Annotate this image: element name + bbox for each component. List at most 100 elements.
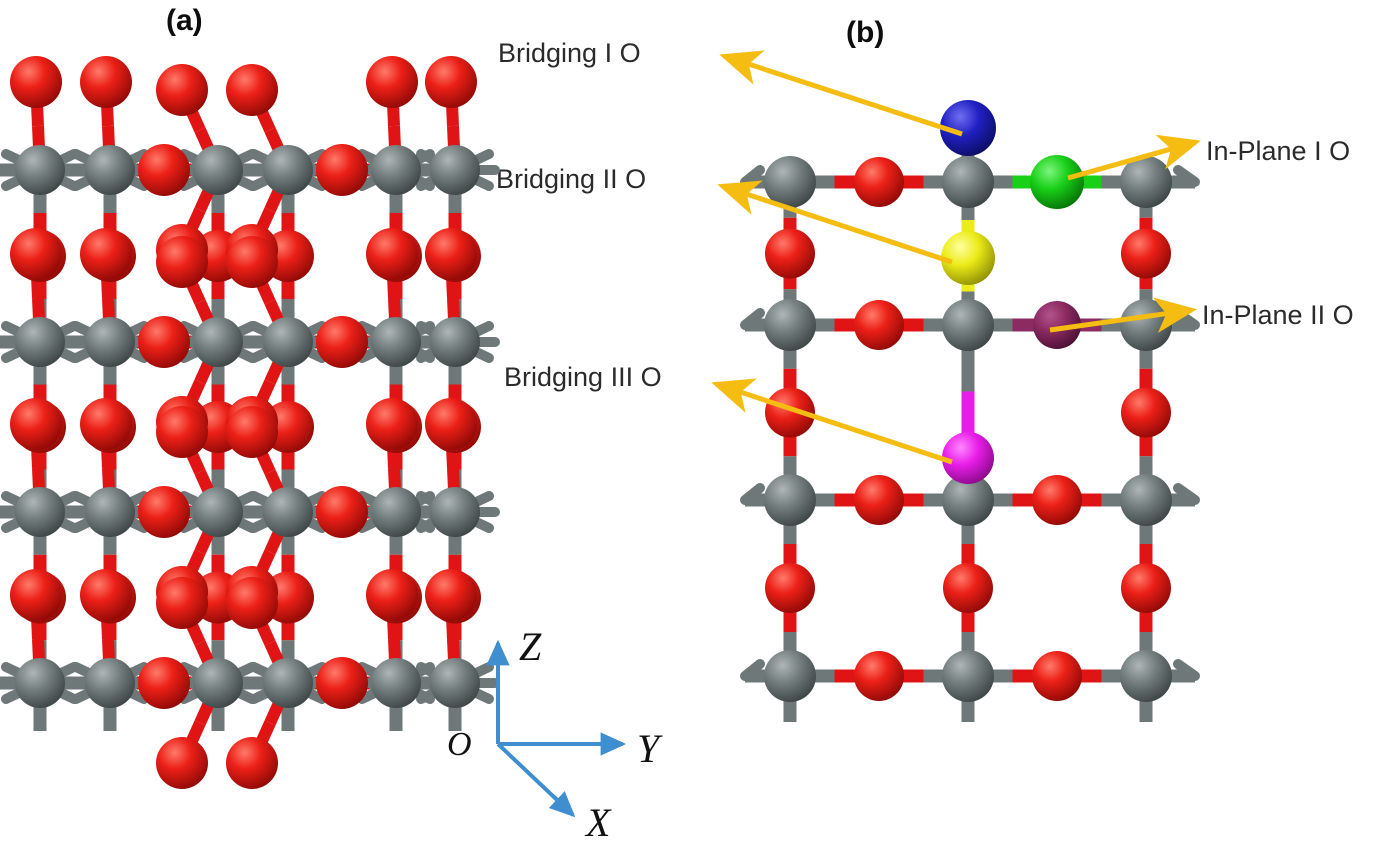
bond-segment bbox=[447, 125, 460, 149]
atom-o bbox=[138, 486, 190, 538]
atom-o bbox=[10, 56, 62, 108]
atom-o bbox=[425, 56, 477, 108]
atom-o bbox=[366, 56, 418, 108]
bond-stub bbox=[740, 659, 765, 681]
atom-m bbox=[371, 487, 421, 537]
atom-m bbox=[942, 156, 994, 208]
atom-o bbox=[316, 657, 368, 709]
bond-segment bbox=[264, 469, 285, 495]
atom-m bbox=[263, 487, 313, 537]
atom-m bbox=[15, 658, 65, 708]
atom-m bbox=[193, 487, 243, 537]
atom-m bbox=[764, 299, 816, 351]
atom-o bbox=[156, 737, 208, 789]
atom-o bbox=[943, 563, 993, 613]
atom-m bbox=[15, 145, 65, 195]
atom-mag bbox=[942, 432, 994, 484]
atom-m bbox=[193, 145, 243, 195]
atom-o bbox=[156, 64, 208, 116]
atom-o bbox=[10, 398, 62, 450]
bond-stub bbox=[740, 308, 765, 330]
atom-m bbox=[942, 650, 994, 702]
arrow-bridging-3 bbox=[711, 378, 953, 465]
atom-o bbox=[765, 228, 815, 279]
atom-o bbox=[854, 651, 904, 701]
bond-segment bbox=[102, 297, 115, 321]
bond-segment bbox=[447, 467, 460, 491]
atom-o bbox=[226, 236, 278, 288]
atom-o bbox=[138, 144, 190, 196]
axis-origin-label: O bbox=[447, 726, 472, 763]
bond-segment bbox=[264, 529, 285, 555]
callout-label-bridging-3: Bridging III O bbox=[504, 362, 662, 392]
bond-segment bbox=[102, 467, 115, 491]
atom-o bbox=[425, 228, 477, 280]
atom-m bbox=[263, 145, 313, 195]
bond-segment bbox=[32, 297, 45, 321]
atom-o bbox=[226, 577, 278, 629]
bond-segment bbox=[388, 638, 401, 662]
atom-o bbox=[156, 406, 208, 458]
atom-o bbox=[1121, 563, 1171, 613]
atom-o bbox=[854, 300, 904, 350]
atom-blue bbox=[940, 100, 996, 156]
atom-o bbox=[765, 387, 815, 438]
atom-o bbox=[854, 157, 904, 207]
bond-stub bbox=[1173, 659, 1200, 681]
axis-x-line bbox=[496, 742, 576, 818]
bond-segment bbox=[194, 640, 215, 666]
atom-o bbox=[156, 577, 208, 629]
atom-m bbox=[15, 487, 65, 537]
bond-segment bbox=[447, 297, 460, 321]
atom-o bbox=[226, 64, 278, 116]
atom-o bbox=[366, 569, 418, 621]
atom-yel bbox=[941, 231, 995, 285]
bond-stub bbox=[1173, 165, 1200, 187]
atom-m bbox=[371, 658, 421, 708]
atom-o bbox=[226, 406, 278, 458]
callout-label-bridging-2: Bridging II O bbox=[496, 164, 647, 194]
atom-m bbox=[85, 145, 135, 195]
bond-segment bbox=[388, 125, 401, 149]
arrow-inplane-2 bbox=[1049, 297, 1197, 333]
atom-m bbox=[371, 145, 421, 195]
bond-stub bbox=[1173, 483, 1200, 505]
arrow-inplane-1 bbox=[1067, 134, 1201, 181]
atom-o bbox=[765, 563, 815, 613]
atom-m bbox=[764, 650, 816, 702]
atom-o bbox=[10, 569, 62, 621]
atom-m bbox=[764, 474, 816, 526]
atom-m bbox=[430, 317, 480, 367]
atom-o bbox=[1121, 228, 1171, 279]
atom-m bbox=[764, 156, 816, 208]
atom-m bbox=[85, 487, 135, 537]
bond-segment bbox=[264, 187, 285, 213]
atom-m bbox=[263, 658, 313, 708]
bond-segment bbox=[194, 359, 215, 385]
atom-o bbox=[80, 228, 132, 280]
atom-o bbox=[316, 144, 368, 196]
atom-m bbox=[263, 317, 313, 367]
atom-o bbox=[138, 316, 190, 368]
atom-m bbox=[942, 474, 994, 526]
bond-stub bbox=[740, 165, 765, 187]
atom-m bbox=[371, 317, 421, 367]
atom-o bbox=[138, 657, 190, 709]
arrow-bridging-1 bbox=[719, 50, 963, 137]
atom-m bbox=[430, 487, 480, 537]
bond-segment bbox=[32, 125, 45, 149]
atom-o bbox=[366, 398, 418, 450]
atom-m bbox=[15, 317, 65, 367]
bond-segment bbox=[194, 187, 215, 213]
bond-segment bbox=[388, 467, 401, 491]
panel-b-lattice bbox=[740, 100, 1200, 722]
bond-segment bbox=[102, 125, 115, 149]
panel-a-lattice bbox=[0, 56, 500, 789]
atom-o bbox=[425, 398, 477, 450]
atom-group bbox=[10, 56, 481, 789]
atom-o bbox=[425, 569, 477, 621]
atom-o bbox=[854, 475, 904, 525]
atom-o bbox=[10, 228, 62, 280]
